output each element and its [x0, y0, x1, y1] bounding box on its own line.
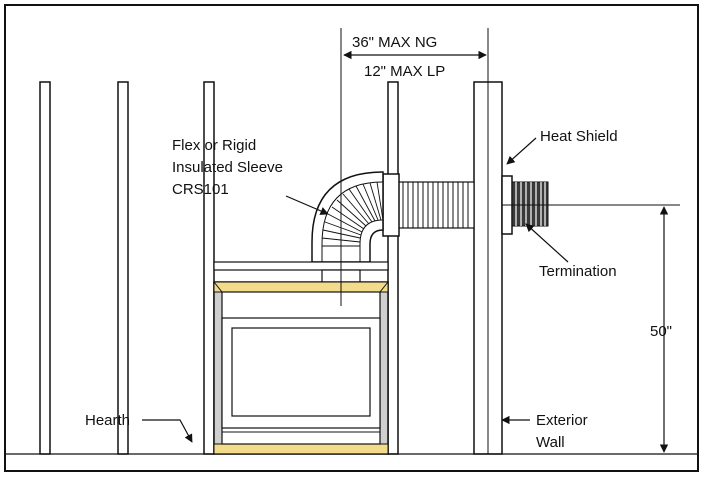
fireplace-unit — [213, 281, 389, 455]
insulated-sleeve-elbow — [311, 171, 384, 263]
wall-stud-2 — [117, 81, 129, 455]
termination-label: Termination — [539, 263, 617, 280]
heat-shield-leader-arrow — [506, 137, 537, 165]
exterior-wall-label-line2: Wall — [536, 434, 565, 451]
heat-shield-label: Heat Shield — [540, 128, 618, 145]
height-label: 50" — [650, 323, 672, 340]
max-lp-label: 12" MAX LP — [364, 63, 445, 80]
wall-stud-4 — [387, 81, 399, 455]
header-board — [213, 261, 389, 271]
vent-collar — [382, 173, 400, 237]
wall-stud-1 — [39, 81, 51, 455]
sleeve-label-line1: Flex or Rigid — [172, 137, 256, 154]
max-ng-label: 36" MAX NG — [352, 34, 437, 51]
hearth-label: Hearth — [85, 412, 130, 429]
sleeve-label-line3: CRS101 — [172, 181, 229, 198]
exterior-wall-label-line1: Exterior — [536, 412, 588, 429]
sleeve-leader-arrow — [285, 195, 329, 215]
sleeve-label-line2: Insulated Sleeve — [172, 159, 283, 176]
termination-cap — [511, 181, 549, 227]
hearth-leader-arrow — [142, 419, 193, 443]
termination-leader-arrow — [525, 223, 569, 263]
horizontal-flex-vent — [397, 181, 475, 229]
diagram-frame — [4, 4, 699, 472]
